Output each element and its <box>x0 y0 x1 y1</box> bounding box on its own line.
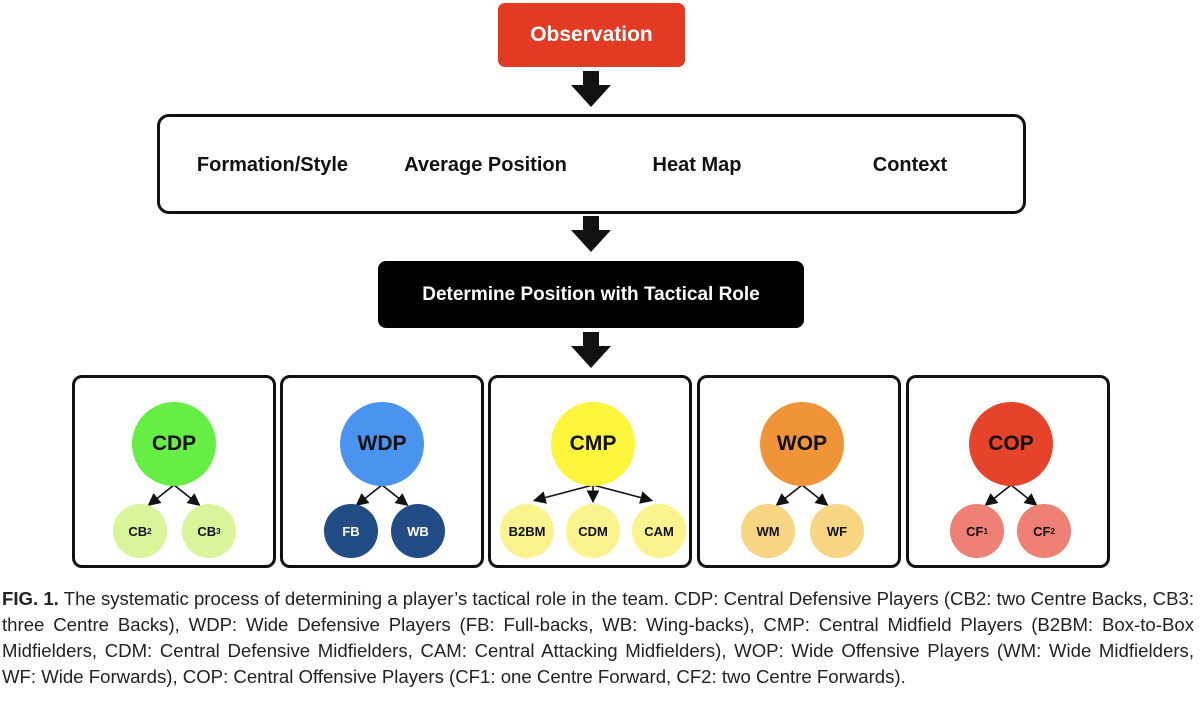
wb-circle: WB <box>391 504 445 558</box>
branch-arrows <box>147 484 201 506</box>
group-cmp: CMP B2BM CDM CAM <box>488 375 692 568</box>
branch-arrows <box>355 484 409 506</box>
b2bm-circle: B2BM <box>500 504 554 558</box>
wf-circle: WF <box>810 504 864 558</box>
down-arrow-1 <box>571 71 611 107</box>
branch-arrows <box>775 484 829 506</box>
wop-circle: WOP <box>760 402 844 486</box>
caption-text: The systematic process of determining a … <box>2 588 1194 687</box>
observation-box: Observation <box>498 3 685 67</box>
wm-circle: WM <box>741 504 795 558</box>
determine-position-box: Determine Position with Tactical Role <box>378 261 804 328</box>
group-wop: WOP WM WF <box>697 375 901 568</box>
caption-fig-label: FIG. 1. <box>2 588 59 609</box>
cop-circle: COP <box>969 402 1053 486</box>
branch-arrows <box>984 484 1038 506</box>
factor-average-position: Average Position <box>404 154 567 176</box>
down-arrow-3 <box>571 332 611 368</box>
cdm-circle: CDM <box>566 504 620 558</box>
cmp-circle: CMP <box>551 402 635 486</box>
cam-circle: CAM <box>632 504 686 558</box>
branch-arrows <box>532 484 654 504</box>
factors-box: Formation/Style Average Position Heat Ma… <box>157 114 1026 214</box>
group-wdp: WDP FB WB <box>280 375 484 568</box>
factor-formation-style: Formation/Style <box>196 154 349 176</box>
down-arrow-2 <box>571 216 611 252</box>
factor-context: Context <box>872 154 948 176</box>
wdp-circle: WDP <box>340 402 424 486</box>
factor-heat-map: Heat Map <box>652 154 742 176</box>
fb-circle: FB <box>324 504 378 558</box>
cdp-circle: CDP <box>132 402 216 486</box>
figure-caption: FIG. 1. The systematic process of determ… <box>2 586 1194 690</box>
